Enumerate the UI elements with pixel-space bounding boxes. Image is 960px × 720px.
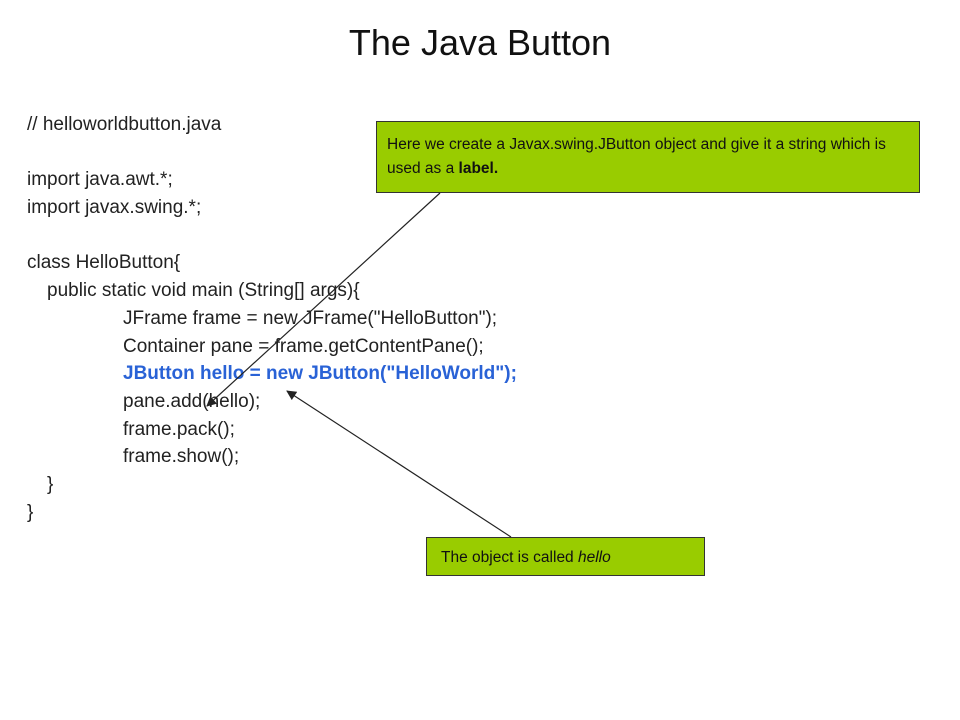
callout-bottom-text: The object is called <box>441 549 578 566</box>
code-line-import-swing: import javax.swing.*; <box>27 197 202 219</box>
code-line-add: pane.add(hello); <box>123 390 261 412</box>
code-line-import-awt: import java.awt.*; <box>27 169 173 191</box>
code-line-show: frame.show(); <box>123 446 240 468</box>
callout-jbutton-label: Here we create a Javax.swing.JButton obj… <box>376 121 920 193</box>
code-line-close-class: } <box>27 501 34 523</box>
code-line-frame: JFrame frame = new JFrame("HelloButton")… <box>123 307 498 329</box>
code-listing: // helloworldbutton.java import java.awt… <box>27 111 517 526</box>
code-line-pane: Container pane = frame.getContentPane(); <box>123 335 484 357</box>
slide-title: The Java Button <box>348 22 612 63</box>
callout-top-bold: label. <box>458 160 499 177</box>
arrow-to-jbutton <box>206 192 441 407</box>
code-line-pack: frame.pack(); <box>123 418 235 440</box>
callout-object-name: The object is called hello <box>426 537 705 576</box>
code-line-button-highlighted: JButton hello = new JButton("HelloWorld"… <box>123 363 517 385</box>
code-line-main-decl: public static void main (String[] args){ <box>47 280 360 302</box>
arrow-to-hello <box>286 390 512 538</box>
callout-bottom-italic: hello <box>578 549 611 566</box>
code-line-class-decl: class HelloButton{ <box>27 252 181 274</box>
code-line-close-main: } <box>47 473 54 495</box>
code-line-comment: // helloworldbutton.java <box>27 114 222 135</box>
callout-top-text: Here we create a Javax.swing.JButton obj… <box>387 136 886 177</box>
